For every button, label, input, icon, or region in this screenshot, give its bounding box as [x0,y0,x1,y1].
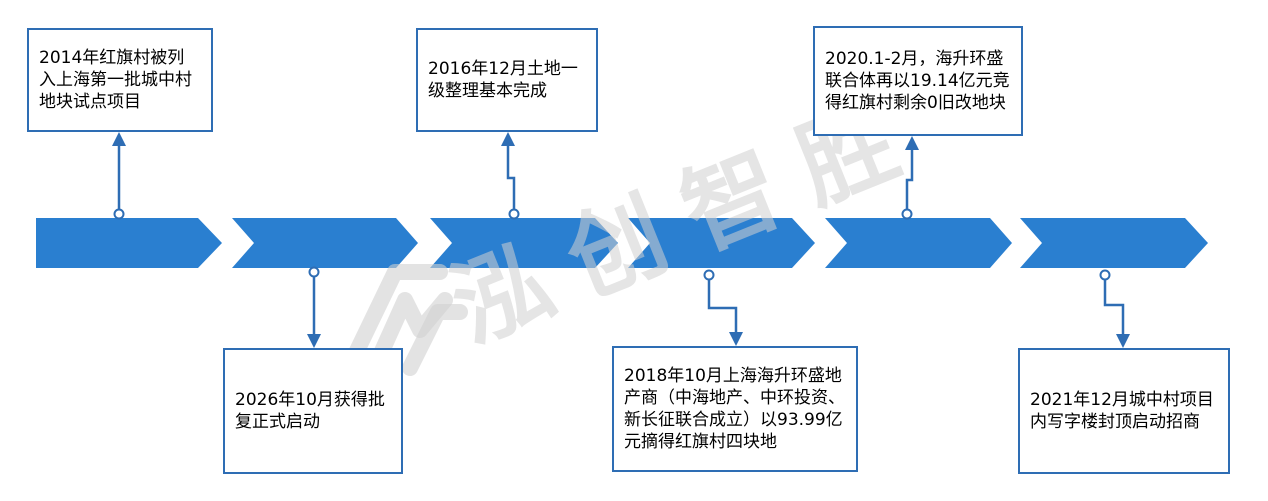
connector-dot [703,269,715,281]
connector-arrowhead [729,332,743,346]
event-text: 2021年12月城中村项目内写字楼封顶启动招商 [1030,390,1214,432]
connector-dot [901,208,913,220]
chevron-arrow-6 [1020,218,1208,268]
event-box-2018: 2018年10月上海海升环盛地产商（中海地产、中环投资、新长征联合成立）以93.… [612,346,858,472]
chevron-arrow-5 [825,218,1012,268]
connector-5 [901,136,919,220]
connector-dot [113,208,125,220]
connector-arrowhead [1116,334,1130,348]
connector-dot [308,266,320,278]
event-box-2026: 2026年10月获得批复正式启动 [223,348,403,474]
event-box-2021: 2021年12月城中村项目内写字楼封顶启动招商 [1018,348,1230,474]
connector-2 [307,266,321,348]
connector-line [707,277,738,336]
connector-3 [501,132,520,220]
connector-line [1103,277,1125,338]
chevron-arrow-3 [430,218,618,268]
chevron-arrow-1 [36,218,222,268]
event-box-2020: 2020.1-2月，海升环盛联合体再以19.14亿元竞得红旗村剩余0旧改地块 [813,26,1023,136]
event-text: 2014年红旗村被列入上海第一批城中村地块试点项目 [39,48,192,112]
connector-line [905,146,914,212]
chevron-arrow-2 [232,218,418,268]
connector-arrowhead [501,132,515,146]
chevron-arrows [36,218,1208,268]
connector-arrowhead [307,334,321,348]
connector-4 [703,269,743,346]
connector-arrowhead [905,136,919,150]
event-box-2016: 2016年12月土地一级整理基本完成 [416,28,598,132]
event-text: 2020.1-2月，海升环盛联合体再以19.14亿元竞得红旗村剩余0旧改地块 [825,49,1010,113]
connector-dot [508,208,520,220]
event-box-2014: 2014年红旗村被列入上海第一批城中村地块试点项目 [27,28,213,132]
connector-6 [1099,269,1130,348]
event-text: 2016年12月土地一级整理基本完成 [428,59,578,101]
connector-line [506,142,516,212]
connector-1 [112,132,126,220]
chevron-arrow-4 [628,218,815,268]
connector-dot [1099,269,1111,281]
event-text: 2018年10月上海海升环盛地产商（中海地产、中环投资、新长征联合成立）以93.… [624,366,845,452]
connectors [112,132,1130,348]
connector-arrowhead [112,132,126,146]
event-text: 2026年10月获得批复正式启动 [235,390,385,432]
